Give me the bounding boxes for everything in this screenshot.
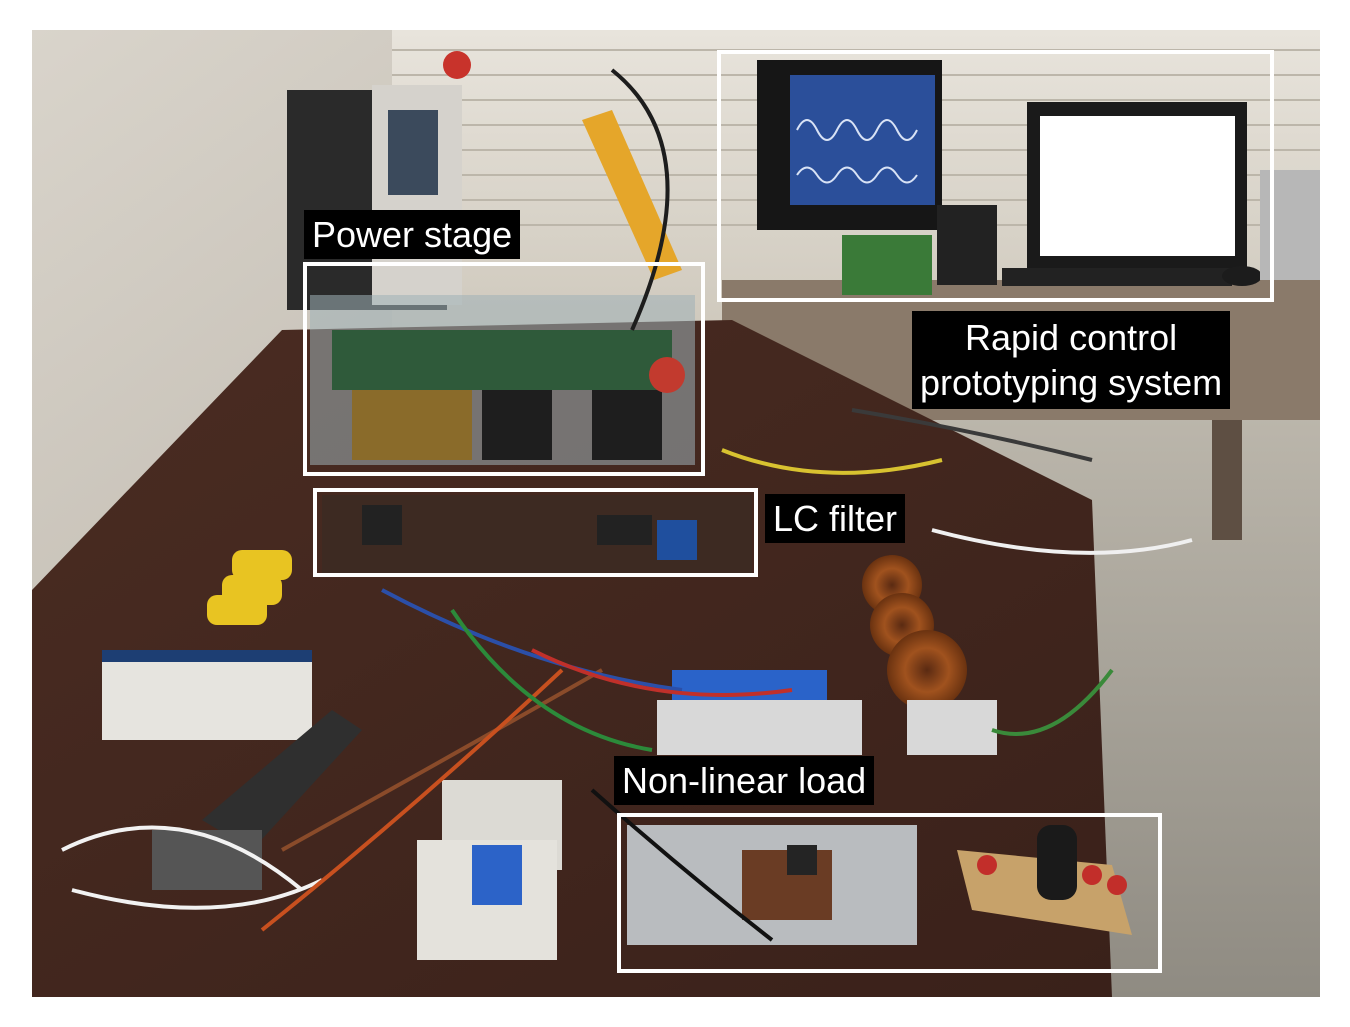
lc-filter-text: LC filter (773, 498, 898, 539)
rcp-system-label: Rapid control prototyping system (912, 311, 1231, 409)
power-stage-box (303, 262, 705, 476)
power-stage-text: Power stage (312, 214, 513, 255)
nonlinear-load-text: Non-linear load (622, 760, 867, 801)
rcp-system-line1: Rapid control (965, 317, 1178, 358)
lab-setup-photo (32, 30, 1320, 997)
lc-filter-label: LC filter (765, 494, 906, 544)
power-stage-label: Power stage (304, 210, 521, 260)
rcp-system-box (717, 50, 1274, 302)
lab-setup-illustration (32, 30, 1320, 997)
nonlinear-load-label: Non-linear load (614, 756, 875, 806)
lc-filter-box (313, 488, 758, 577)
rcp-system-line2: prototyping system (920, 362, 1223, 403)
nonlinear-load-box (617, 813, 1162, 973)
